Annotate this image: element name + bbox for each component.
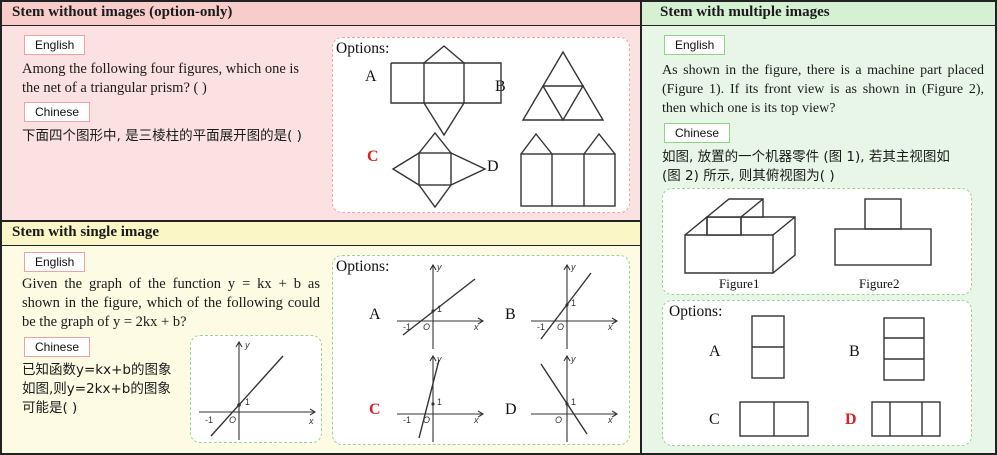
chinese-question: 下面四个图形中, 是三棱柱的平面展开图的是( ) <box>22 128 302 144</box>
option-c-axis-y: y <box>437 354 442 364</box>
english-question: As shown in the figure, there is a machi… <box>662 63 984 116</box>
option-label-a: A <box>369 306 381 323</box>
option-label-c: C <box>709 411 720 428</box>
option-a-origin: O <box>423 322 431 332</box>
option-d-axis-x: x <box>608 415 613 425</box>
option-c-net-figure <box>391 131 487 209</box>
option-b-origin: O <box>557 322 565 332</box>
figure1-isometric-part <box>684 198 796 274</box>
option-c-origin: O <box>423 415 431 425</box>
axis-x-label: x <box>309 416 314 426</box>
option-b-graph <box>531 263 619 349</box>
option-b-tick-minus-one: -1 <box>537 322 546 332</box>
english-question: Given the graph of the function y = kx +… <box>22 276 320 330</box>
options-title: Options: <box>669 303 723 320</box>
option-b-top-view <box>883 317 925 381</box>
option-c-tick-minus-one: -1 <box>403 415 412 425</box>
option-b-axis-x: x <box>608 322 613 332</box>
option-a-axis-x: x <box>474 322 479 332</box>
option-a-tick-minus-one: -1 <box>403 322 412 332</box>
figure1-caption: Figure1 <box>719 276 760 291</box>
chinese-tag: Chinese <box>24 102 91 122</box>
option-d-origin: O <box>555 415 563 425</box>
english-tag: English <box>24 252 86 272</box>
option-a-tick-one: 1 <box>437 304 443 314</box>
panel-multi-image: Stem with multiple images English As sho… <box>640 0 997 455</box>
english-tag: English <box>24 35 86 55</box>
option-a-net-figure <box>390 45 502 137</box>
stem-graph <box>199 340 317 440</box>
option-b-axis-y: y <box>571 262 576 272</box>
panel-title: Stem with single image <box>2 222 640 246</box>
tick-label-minus-one: -1 <box>205 415 214 425</box>
option-c-graph <box>397 354 485 442</box>
options-title: Options: <box>336 258 390 275</box>
english-tag: English <box>664 35 726 55</box>
option-a-graph <box>397 263 485 349</box>
option-label-d-answer: D <box>845 411 857 428</box>
stem-graph-box: y x 1 -1 O <box>190 335 322 443</box>
panel-title: Stem without images (option-only) <box>2 2 640 26</box>
chinese-question: 如图, 放置的一个机器零件 (图 1), 若其主视图如 (图 2) 所示, 则其… <box>662 149 950 184</box>
option-d-top-view <box>871 401 941 437</box>
panel-single-image: Stem with single image English Given the… <box>0 220 642 455</box>
option-b-net-figure <box>521 50 605 122</box>
option-d-net-figure <box>520 132 616 207</box>
option-label-a: A <box>709 343 721 360</box>
option-d-tick-one: 1 <box>571 397 577 407</box>
chinese-tag: Chinese <box>664 123 731 143</box>
panel-option-only: Stem without images (option-only) Englis… <box>0 0 642 222</box>
axis-y-label: y <box>245 340 250 350</box>
figure2-front-view <box>834 198 932 266</box>
options-box: Options: A B C D <box>332 37 630 213</box>
option-label-a: A <box>365 68 377 85</box>
option-label-d: D <box>487 158 499 175</box>
origin-label: O <box>229 415 237 425</box>
option-label-c-answer: C <box>367 148 379 165</box>
figure2-caption: Figure2 <box>859 276 900 291</box>
option-a-axis-y: y <box>437 262 442 272</box>
options-box: Options: A B C D <box>662 300 972 446</box>
option-label-c-answer: C <box>369 401 381 418</box>
panel-title: Stem with multiple images <box>642 2 995 26</box>
tick-label-one: 1 <box>245 397 251 407</box>
options-box: Options: A B C D y x 1 -1 O y x 1 -1 O <box>332 255 630 445</box>
option-d-graph <box>531 354 619 442</box>
options-title: Options: <box>336 40 390 57</box>
english-question: Among the following four figures, which … <box>22 61 300 96</box>
option-d-axis-y: y <box>571 354 576 364</box>
figures-box: Figure1 Figure2 <box>662 188 972 295</box>
chinese-question: 已知函数y=kx+b的图象如图,则y=2kx+b的图象可能是( ) <box>22 362 172 416</box>
option-c-tick-one: 1 <box>437 397 443 407</box>
option-c-top-view <box>739 401 809 437</box>
option-c-axis-x: x <box>474 415 479 425</box>
option-label-b: B <box>505 306 516 323</box>
option-label-d: D <box>505 401 517 418</box>
chinese-tag: Chinese <box>24 337 91 357</box>
option-a-top-view <box>751 315 785 379</box>
option-label-b: B <box>849 343 860 360</box>
option-b-tick-one: 1 <box>571 298 577 308</box>
